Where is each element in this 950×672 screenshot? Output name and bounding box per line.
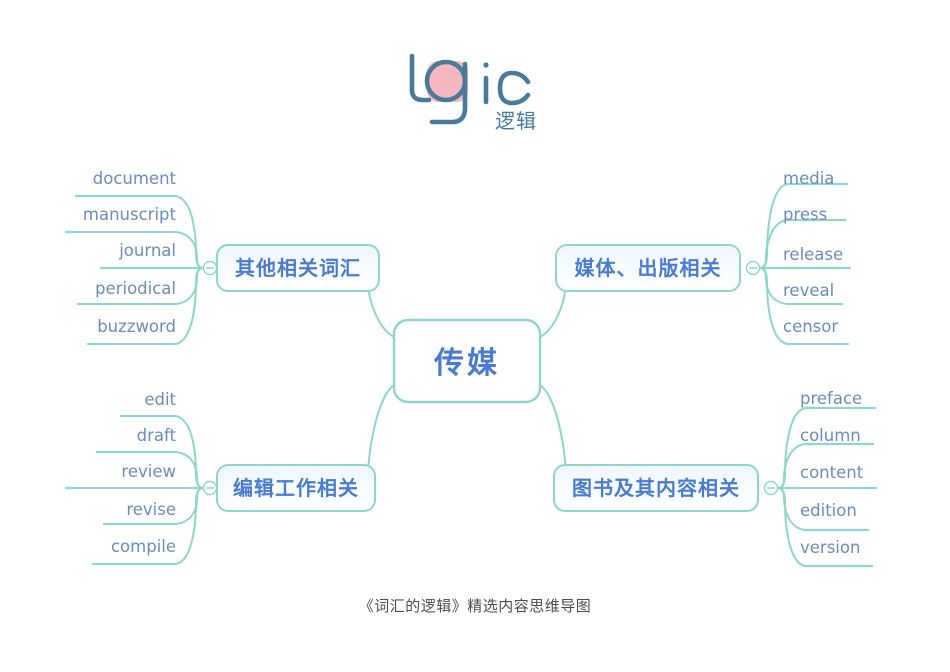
branch-label: 图书及其内容相关 bbox=[572, 476, 740, 500]
root-node[interactable]: 传媒 bbox=[392, 318, 542, 404]
connector-leaf-buzzword bbox=[88, 267, 204, 345]
logic-logo: 逻辑 bbox=[398, 48, 548, 140]
leaf-label[interactable]: media bbox=[783, 169, 834, 188]
branch-node-bottom-left[interactable] bbox=[216, 464, 376, 512]
branch-label: 编辑工作相关 bbox=[233, 476, 359, 500]
connector-leaf-compile bbox=[93, 487, 204, 565]
leaf-label[interactable]: reveal bbox=[783, 281, 834, 300]
logo-wordmark-strokes bbox=[409, 53, 531, 125]
logo-svg: 逻辑 bbox=[409, 53, 537, 133]
leaf-labels-bottom-left: edit draft review revise compile bbox=[111, 390, 177, 556]
leaf-label[interactable]: buzzword bbox=[97, 317, 176, 336]
branch-label: 其他相关词汇 bbox=[235, 256, 361, 280]
leaf-labels-top-right: media press release reveal censor bbox=[783, 169, 843, 336]
leaf-label[interactable]: document bbox=[93, 169, 177, 188]
branch-node-top-left[interactable] bbox=[216, 244, 380, 292]
leaf-label[interactable]: periodical bbox=[95, 279, 176, 298]
branch-node-bottom-right[interactable] bbox=[553, 464, 759, 512]
leaf-label[interactable]: edit bbox=[144, 390, 176, 409]
leaf-label[interactable]: draft bbox=[137, 426, 177, 445]
branch-top-left[interactable]: document manuscript journal periodical b… bbox=[64, 169, 380, 346]
connector-leaf-version bbox=[777, 487, 872, 567]
leaf-label[interactable]: manuscript bbox=[83, 205, 177, 224]
branch-node-top-right[interactable] bbox=[555, 244, 741, 292]
leaf-label[interactable]: version bbox=[800, 538, 860, 557]
leaf-label[interactable]: preface bbox=[800, 389, 862, 408]
logo-accent-square bbox=[427, 61, 468, 102]
branch-top-right[interactable]: media press release reveal censor 媒体、出版相… bbox=[555, 169, 852, 346]
leaf-labels-top-left: document manuscript journal periodical b… bbox=[83, 169, 177, 336]
leaf-label[interactable]: censor bbox=[783, 317, 838, 336]
connector-leaf-censor bbox=[759, 267, 848, 345]
root-node-box[interactable] bbox=[392, 318, 542, 404]
leaf-underlines-top-right bbox=[765, 182, 852, 346]
leaf-label[interactable]: release bbox=[783, 245, 843, 264]
leaf-underlines-bottom-right bbox=[783, 406, 878, 568]
leaf-label[interactable]: compile bbox=[111, 537, 176, 556]
leaf-label[interactable]: review bbox=[121, 462, 176, 481]
leaf-underlines-top-left bbox=[64, 194, 198, 346]
root-node-label: 传媒 bbox=[433, 346, 500, 381]
branch-bottom-left[interactable]: edit draft review revise compile 编辑工作相关 bbox=[64, 390, 376, 566]
leaf-underlines-bottom-left bbox=[64, 414, 198, 566]
branch-label: 媒体、出版相关 bbox=[575, 256, 722, 280]
leaf-label[interactable]: content bbox=[800, 463, 864, 482]
branch-bottom-right[interactable]: preface column content edition version 图… bbox=[553, 389, 878, 568]
leaf-labels-bottom-right: preface column content edition version bbox=[800, 389, 864, 557]
collapse-toggle-bottom-left[interactable] bbox=[202, 480, 218, 496]
collapse-toggle-bottom-right[interactable] bbox=[763, 480, 779, 496]
collapse-toggle-top-left[interactable] bbox=[202, 260, 218, 276]
figure-caption: 《词汇的逻辑》精选内容思维导图 bbox=[358, 597, 592, 615]
leaf-label[interactable]: journal bbox=[118, 241, 176, 260]
leaf-label[interactable]: revise bbox=[126, 500, 176, 519]
leaf-label[interactable]: column bbox=[800, 426, 861, 445]
collapse-toggle-top-right[interactable] bbox=[745, 260, 761, 276]
leaf-label[interactable]: edition bbox=[800, 501, 857, 520]
logo-subtitle: 逻辑 bbox=[495, 109, 537, 133]
leaf-label[interactable]: press bbox=[783, 205, 827, 224]
